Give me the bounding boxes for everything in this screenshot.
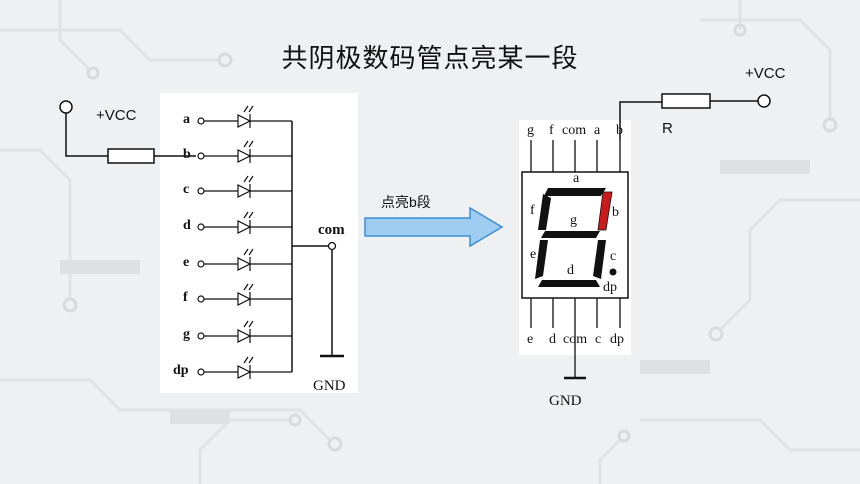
com-node (327, 241, 337, 251)
top-pin-com: com (562, 123, 587, 138)
segment-label-d: d (183, 218, 191, 233)
diode-dp (197, 356, 292, 379)
segment-d (538, 280, 600, 287)
seg-label-a: a (573, 171, 580, 186)
com-label: com (318, 222, 345, 238)
seg-label-c: c (610, 249, 617, 264)
segment-label-e: e (183, 255, 190, 270)
segment-e (535, 240, 548, 279)
diode-d (197, 211, 292, 234)
segment-label-dp: dp (173, 363, 189, 378)
resistor-label: R (662, 120, 673, 137)
vcc-label-left: +VCC (96, 107, 137, 124)
gnd-label-left: GND (313, 378, 346, 394)
segment-label-a: a (183, 112, 190, 127)
segment-b[interactable] (597, 191, 613, 231)
top-pin-b: b (616, 123, 623, 138)
segment-label-b: b (183, 147, 191, 162)
vcc-terminal-right (757, 94, 771, 108)
top-pin-f: f (549, 123, 554, 138)
bottom-pin-com: com (563, 332, 588, 347)
diode-g (197, 320, 292, 343)
segment-label-g: g (183, 327, 190, 342)
seg-label-d: d (567, 263, 574, 278)
segment-c (593, 240, 606, 279)
bottom-pin-dp: dp (610, 332, 624, 347)
diode-e (197, 248, 292, 271)
bottom-pin-e: e (527, 332, 534, 347)
page-title: 共阴极数码管点亮某一段 (281, 44, 579, 74)
seg-label-e: e (530, 247, 537, 262)
segment-label-c: c (183, 182, 190, 197)
diode-b (197, 140, 292, 163)
segment-g (541, 231, 600, 238)
resistor-right (661, 93, 711, 109)
segment-dp (609, 268, 617, 276)
segment-a (544, 188, 606, 196)
seg-label-g: g (570, 213, 577, 228)
arrow-label: 点亮b段 (381, 194, 431, 210)
seg-label-b: b (612, 205, 619, 220)
vcc-terminal-left (59, 100, 73, 114)
left-schematic-panel (160, 93, 358, 393)
bottom-pin-c: c (595, 332, 602, 347)
resistor-left (107, 148, 155, 164)
seg-label-dp: dp (603, 280, 617, 295)
seg-label-f: f (530, 203, 535, 218)
vcc-label-right: +VCC (745, 65, 786, 82)
segment-f (538, 194, 551, 230)
top-pin-a: a (594, 123, 601, 138)
top-pin-g: g (527, 123, 534, 138)
diode-f (197, 283, 292, 306)
diode-a (197, 105, 292, 128)
arrow-right (364, 206, 504, 248)
bottom-pin-d: d (549, 332, 556, 347)
diode-c (197, 175, 292, 198)
gnd-label-right: GND (549, 393, 582, 409)
segment-label-f: f (183, 290, 188, 305)
